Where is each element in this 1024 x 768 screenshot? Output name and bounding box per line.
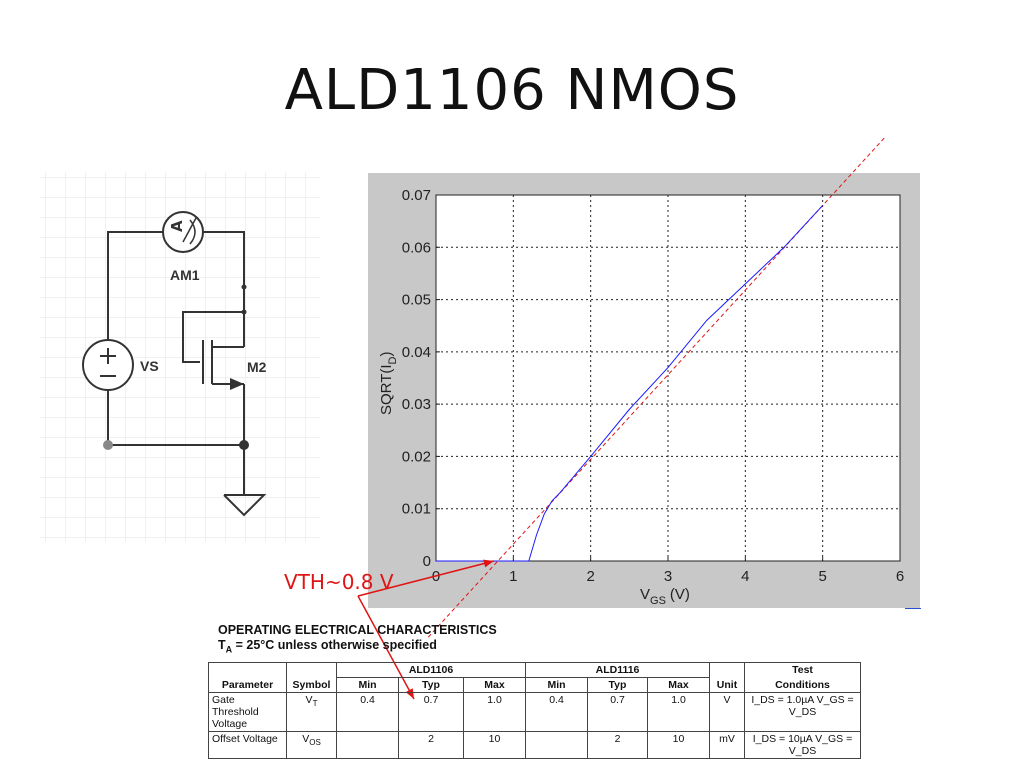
cell-typ-1: 0.7	[398, 692, 464, 732]
junction-dots	[103, 284, 249, 450]
cell-typ-2: 2	[587, 731, 648, 759]
y-tick-label: 0.06	[402, 239, 431, 256]
slide-title: ALD1106 NMOS	[284, 58, 740, 123]
cell-unit: mV	[709, 731, 745, 759]
ammeter-label: AM1	[170, 267, 200, 283]
x-tick-label: 3	[664, 568, 672, 585]
y-tick-label: 0.03	[402, 396, 431, 413]
y-axis-ticks: 0 0.01 0.02 0.03 0.04 0.05 0.06 0.07	[402, 187, 440, 570]
cell-min-2: 0.4	[525, 692, 588, 732]
cell-unit: V	[709, 692, 745, 732]
table-subheading: TA = 25°C unless otherwise specified	[218, 638, 437, 655]
chart-edge-line	[905, 608, 921, 609]
y-tick-label: 0.05	[402, 292, 431, 309]
header-max-2: Max	[647, 677, 710, 693]
vth-arrowhead-chart	[483, 559, 494, 568]
cell-typ-2: 0.7	[587, 692, 648, 732]
x-tick-label: 1	[509, 568, 517, 585]
x-tick-label: 5	[818, 568, 826, 585]
cell-conditions: I_DS = 1.0µA V_GS = V_DS	[744, 692, 861, 732]
cell-min-1: 0.4	[336, 692, 399, 732]
transistor-label: M2	[247, 359, 267, 375]
source-label: VS	[140, 358, 159, 374]
y-tick-label: 0.02	[402, 448, 431, 465]
cell-symbol: VOS	[286, 731, 337, 759]
header-typ-2: Typ	[587, 677, 648, 693]
nmos-transistor-icon	[202, 340, 244, 390]
cell-typ-1: 2	[398, 731, 464, 759]
header-blank-param	[208, 662, 287, 678]
cell-max-2: 1.0	[647, 692, 710, 732]
cell-parameter: Gate Threshold Voltage	[208, 692, 287, 732]
vth-annotation: VTH~0.8 V	[284, 570, 394, 594]
vth-arrow-to-chart	[357, 560, 495, 597]
header-max-1: Max	[463, 677, 526, 693]
cell-min-2	[525, 731, 588, 759]
grid-lines	[436, 195, 900, 561]
group-header-ald1106: ALD1106	[336, 662, 526, 678]
x-axis-label: VGS(V)	[640, 586, 690, 607]
header-min-1: Min	[336, 677, 399, 693]
voltage-source-icon	[82, 339, 134, 391]
cell-max-1: 1.0	[463, 692, 526, 732]
header-test: Test	[744, 662, 861, 678]
table-row: Gate Threshold Voltage VT 0.4 0.7 1.0 0.…	[208, 692, 861, 732]
cell-max-2: 10	[647, 731, 710, 759]
cell-max-1: 10	[463, 731, 526, 759]
circuit-schematic: A AM1 VS M2	[40, 172, 320, 542]
header-symbol: Symbol	[286, 677, 337, 693]
cell-conditions: I_DS = 10µA V_GS = V_DS	[744, 731, 861, 759]
schematic-wires	[107, 231, 267, 517]
group-header-ald1116: ALD1116	[525, 662, 710, 678]
x-tick-label: 2	[586, 568, 594, 585]
cell-symbol: VT	[286, 692, 337, 732]
cell-min-1	[336, 731, 399, 759]
ammeter-symbol: A	[168, 220, 186, 232]
x-tick-label: 4	[741, 568, 749, 585]
y-axis-label: SQRT(ID)	[378, 351, 399, 415]
table-heading: OPERATING ELECTRICAL CHARACTERISTICS	[218, 623, 497, 637]
header-min-2: Min	[525, 677, 588, 693]
header-blank-unit	[709, 662, 745, 678]
header-typ-1: Typ	[398, 677, 464, 693]
ammeter-icon: A	[162, 211, 204, 253]
spec-table: ALD1106 ALD1116 Test Parameter Symbol Mi…	[208, 662, 861, 759]
x-tick-label: 6	[896, 568, 904, 585]
header-unit: Unit	[709, 677, 745, 693]
y-tick-label: 0.07	[402, 187, 431, 204]
y-tick-label: 0.01	[402, 501, 431, 518]
table-row: Offset Voltage VOS 2 10 2 10 mV I_DS = 1…	[208, 731, 861, 759]
y-tick-label: 0.04	[402, 344, 431, 361]
header-blank-symbol	[286, 662, 337, 678]
sqrt-id-curve	[436, 205, 824, 562]
header-conditions: Conditions	[744, 677, 861, 693]
header-parameter: Parameter	[208, 677, 287, 693]
y-tick-label: 0	[423, 553, 431, 570]
cell-parameter: Offset Voltage	[208, 731, 287, 759]
